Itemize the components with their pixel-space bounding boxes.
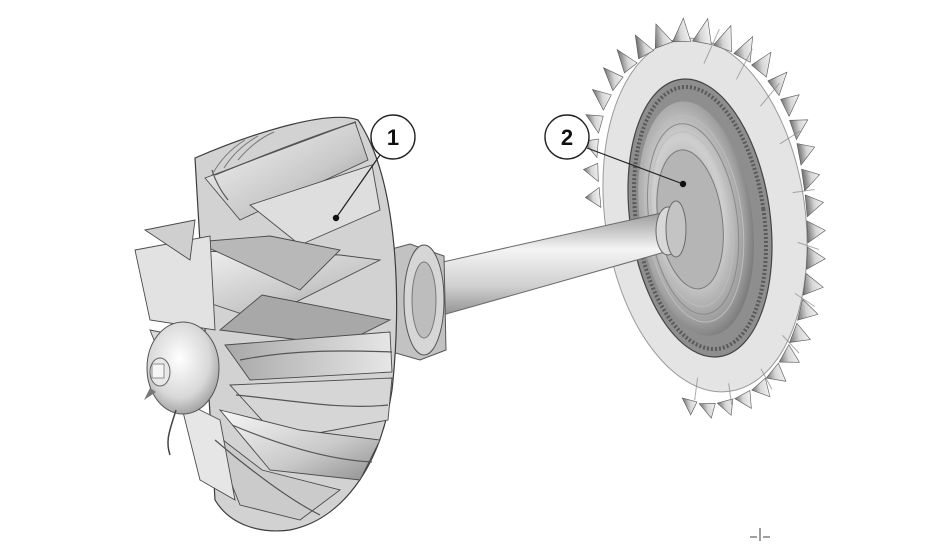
shaft xyxy=(387,200,687,361)
callout-2: 2 xyxy=(544,114,687,188)
callout-1: 1 xyxy=(332,114,416,222)
callout-1-label: 1 xyxy=(387,125,399,150)
shaft-flange xyxy=(387,243,447,361)
registration-mark xyxy=(750,528,770,541)
compressor-impeller xyxy=(134,116,398,532)
impeller-nose-cone xyxy=(144,321,220,456)
turbine-wheel xyxy=(582,17,826,419)
turbine-disk xyxy=(627,78,773,358)
callout-2-label: 2 xyxy=(561,125,573,150)
